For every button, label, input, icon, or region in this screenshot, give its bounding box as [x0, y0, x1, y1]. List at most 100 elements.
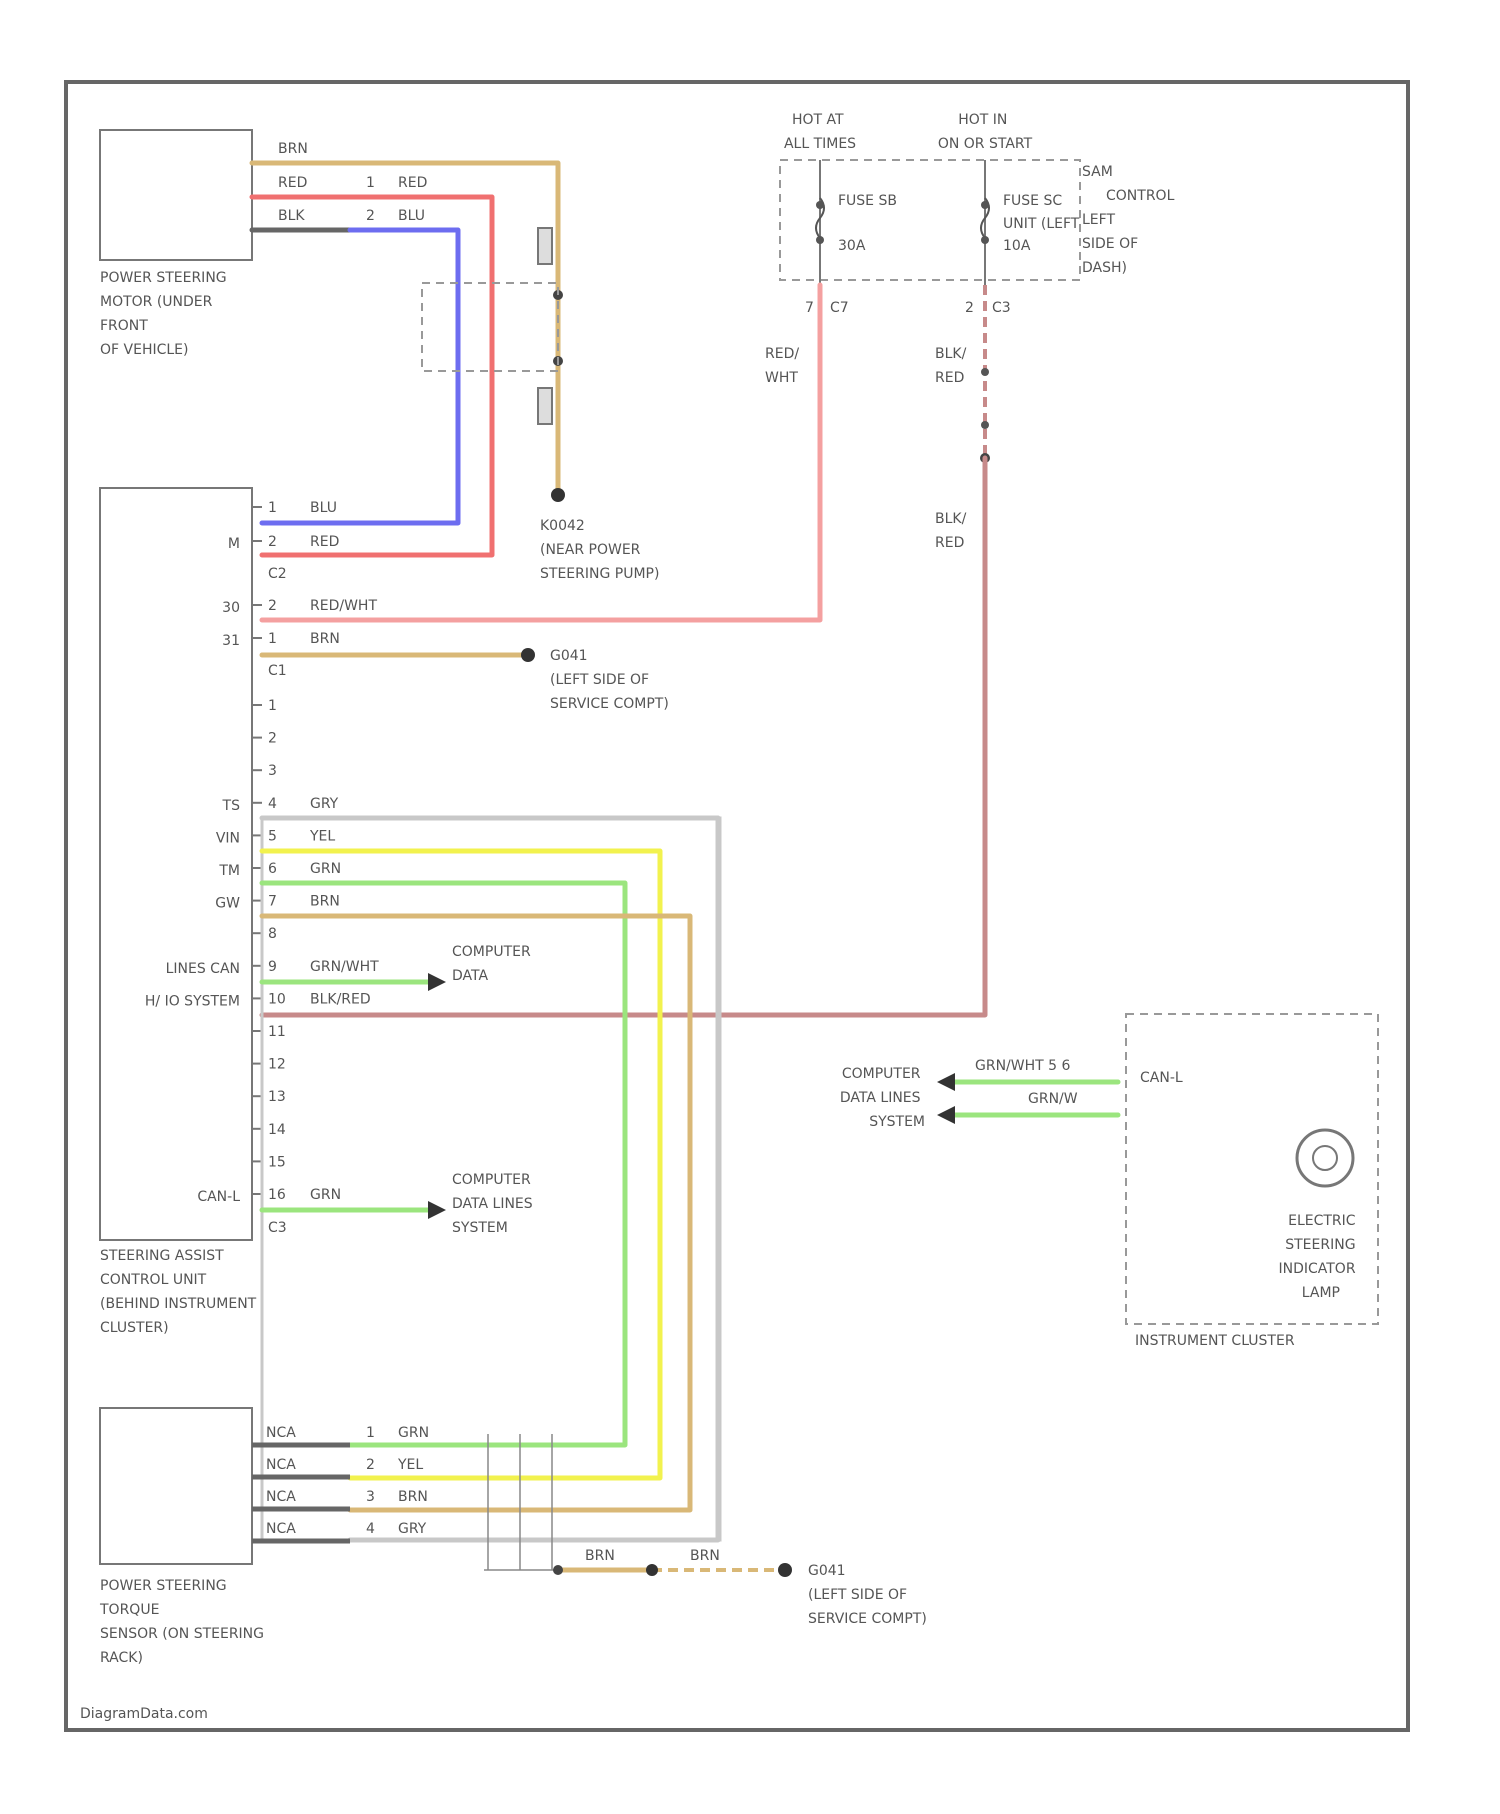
- motor-pin-2: 2: [366, 208, 375, 224]
- pin-number: 2: [268, 598, 277, 614]
- bottom-wire-brn-2-label: BRN: [690, 1548, 720, 1564]
- connector-c3-pin: 2: [965, 300, 974, 316]
- pin-number: 10: [268, 991, 286, 1007]
- fuse-sb-label: FUSE SB: [838, 193, 897, 209]
- hot-in-on-start-label: HOT IN ON OR START: [938, 112, 1033, 152]
- pin-wire-color: YEL: [309, 828, 335, 844]
- inline-resistor: [538, 228, 552, 264]
- connector-c7-pin: 7: [805, 300, 814, 316]
- fuse-box-description: SAM CONTROL LEFT SIDE OF DASH): [1082, 164, 1179, 276]
- fuse-sc-unit: UNIT (LEFT: [1003, 216, 1080, 232]
- pin-name: TS: [222, 798, 241, 814]
- ground-g041-bottom: [778, 1563, 792, 1577]
- cluster-wire-2-label: GRN/W: [1028, 1091, 1078, 1107]
- torque-pin-wire-color: YEL: [397, 1457, 423, 1473]
- ground-g041-bottom-label: G041: [808, 1563, 846, 1579]
- pin-number: 12: [268, 1057, 286, 1073]
- pin-number: 14: [268, 1122, 286, 1138]
- pin-name: M: [228, 536, 240, 552]
- arrow-computer-data-lines: [428, 1201, 446, 1219]
- pin-name: 30: [222, 600, 240, 616]
- pin-wire-color: BRN: [310, 894, 340, 910]
- inline-resistor: [538, 388, 552, 424]
- pin-wire-color: BRN: [310, 631, 340, 647]
- fuse-sc-label: FUSE SC: [1003, 193, 1062, 209]
- motor-wire-blu2-label: BLU: [398, 208, 425, 224]
- torque-pin-signal: NCA: [266, 1521, 296, 1537]
- splice-node: [553, 1565, 563, 1575]
- pin-number: 3: [268, 763, 277, 779]
- bottom-wire-brn-1-label: BRN: [585, 1548, 615, 1564]
- fuse-sb-amp: 30A: [838, 238, 866, 254]
- electric-steering-lamp-label: ELECTRIC STEERING INDICATOR LAMP: [1278, 1213, 1360, 1301]
- arrow-cluster-data-1: [937, 1073, 955, 1091]
- hot-at-all-times-label: HOT AT ALL TIMES: [784, 112, 856, 152]
- steering-indicator-lamp-icon: [1297, 1130, 1353, 1186]
- ground-k0042-desc: (NEAR POWER STEERING PUMP): [540, 542, 659, 582]
- pin-number: 11: [268, 1024, 286, 1040]
- pin-wire-color: BLU: [310, 500, 337, 516]
- pin-number: 8: [268, 926, 277, 942]
- pin-wire-color: GRY: [310, 796, 339, 812]
- fuse-sc-node: [981, 236, 989, 244]
- splice-node: [646, 1564, 658, 1576]
- cluster-can-l-label: CAN-L: [1140, 1070, 1183, 1086]
- ground-g041-top-desc: (LEFT SIDE OF SERVICE COMPT): [550, 672, 669, 712]
- power-steering-motor-box: [100, 130, 252, 260]
- splice-node: [981, 421, 989, 429]
- ground-k0042: [551, 488, 565, 502]
- fuse-sb-node: [816, 201, 824, 209]
- pin-number: 2: [268, 731, 277, 747]
- computer-data-label-2: COMPUTER DATA LINES SYSTEM: [452, 1172, 537, 1236]
- pin-number: 7: [268, 894, 277, 910]
- ground-k0042-label: K0042: [540, 518, 585, 534]
- control-unit-label: STEERING ASSIST CONTROL UNIT (BEHIND INS…: [100, 1248, 261, 1336]
- connector-c7-label: C7: [830, 300, 849, 316]
- shield-drain-lines: [484, 1434, 558, 1570]
- torque-sensor-label: POWER STEERING TORQUE SENSOR (ON STEERIN…: [99, 1578, 268, 1666]
- computer-data-label-1: COMPUTER DATA: [452, 944, 535, 984]
- pin-wire-color: GRN: [310, 861, 341, 877]
- connector-c3-label: C3: [992, 300, 1011, 316]
- ground-g041-top-label: G041: [550, 648, 588, 664]
- pin-number: 5: [268, 828, 277, 844]
- torque-pin-number: 3: [366, 1489, 375, 1505]
- cluster-computer-data-label: COMPUTER DATA LINES SYSTEM: [840, 1066, 925, 1130]
- power-steering-motor-label: POWER STEERING MOTOR (UNDER FRONT OF VEH…: [100, 270, 231, 358]
- pin-number: 13: [268, 1089, 286, 1105]
- connector-c1-label: C1: [268, 663, 287, 679]
- pin-name: 31: [222, 633, 240, 649]
- fuse-sc-amp: 10A: [1003, 238, 1031, 254]
- pin-name: CAN-L: [197, 1189, 240, 1205]
- motor-wire-brn-label: BRN: [278, 141, 308, 157]
- pin-name: TM: [218, 863, 240, 879]
- pin-wire-color: BLK/RED: [310, 991, 371, 1007]
- cluster-wire-1-label: GRN/WHT 5 6: [975, 1058, 1070, 1074]
- wire-red-wht-label: RED/ WHT: [765, 346, 804, 386]
- instrument-cluster-label: INSTRUMENT CLUSTER: [1135, 1333, 1295, 1349]
- pin-wire-color: GRN: [310, 1187, 341, 1203]
- pin-number: 4: [268, 796, 277, 812]
- pin-name: GW: [215, 896, 240, 912]
- torque-pin-signal: NCA: [266, 1489, 296, 1505]
- torque-pin-wire-color: BRN: [398, 1489, 428, 1505]
- arrow-cluster-data-2: [937, 1106, 955, 1124]
- pin-number: 1: [268, 500, 277, 516]
- pin-number: 6: [268, 861, 277, 877]
- pin-number: 2: [268, 534, 277, 550]
- wire-blk-red-top-label: BLK/ RED: [935, 346, 971, 386]
- pin-number: 9: [268, 959, 277, 975]
- motor-wire-red-label: RED: [278, 175, 307, 191]
- torque-pin-number: 1: [366, 1425, 375, 1441]
- torque-sensor-box: [100, 1408, 252, 1564]
- pin-wire-color: RED/WHT: [310, 598, 377, 614]
- ground-g041-top: [521, 648, 535, 662]
- pin-name: H/ IO SYSTEM: [145, 993, 240, 1009]
- wire-motor-blu: [262, 230, 458, 523]
- motor-wire-red2-label: RED: [398, 175, 427, 191]
- connector-c2-label: C2: [268, 566, 287, 582]
- pin-wire-color: GRN/WHT: [310, 959, 379, 975]
- torque-pin-wire-color: GRY: [398, 1521, 427, 1537]
